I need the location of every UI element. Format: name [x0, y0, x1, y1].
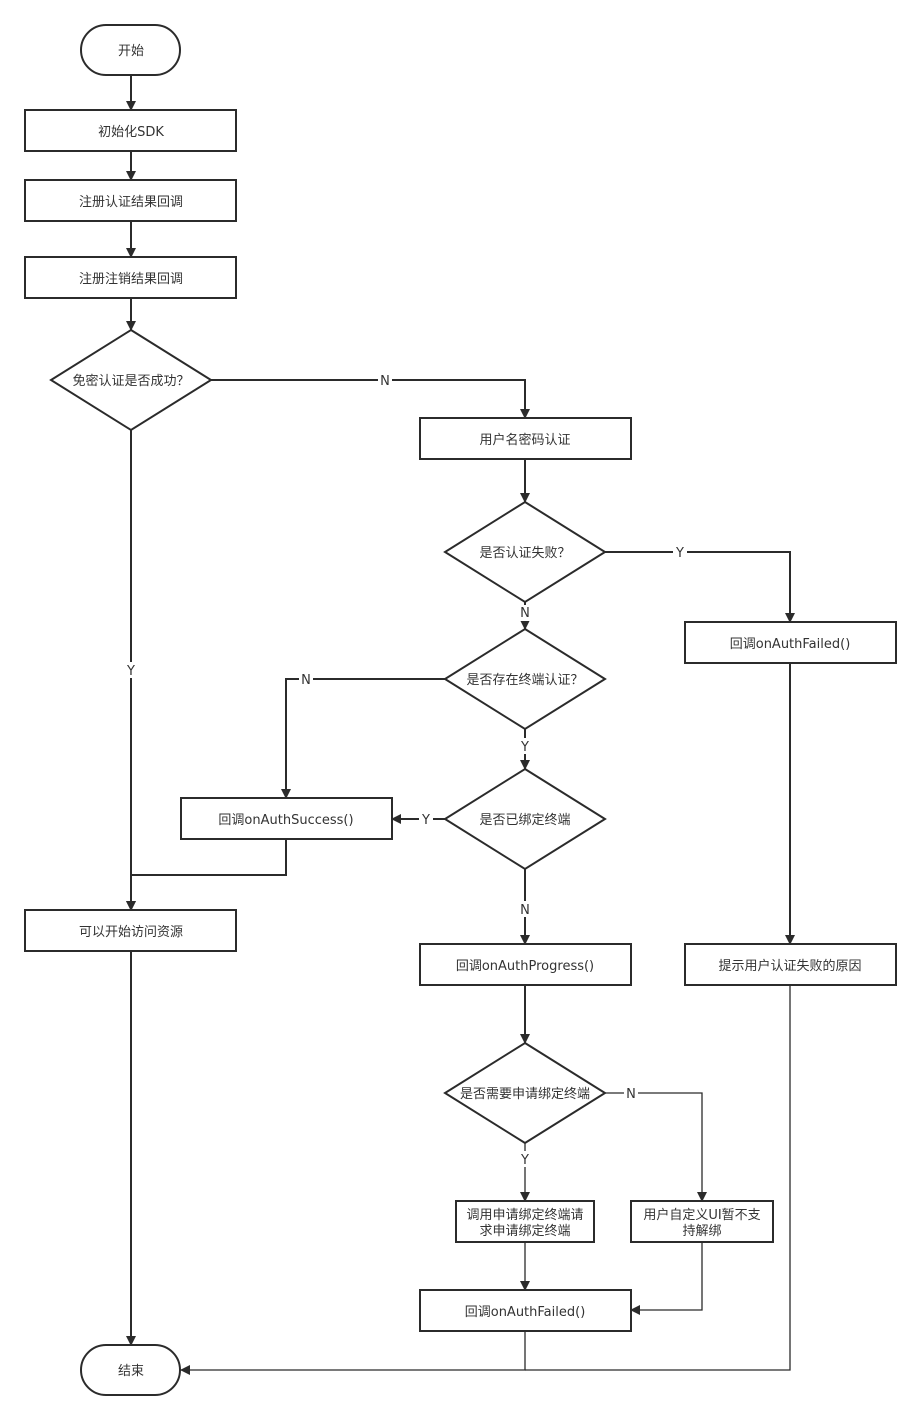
node-callback-auth-failed-bottom: 回调onAuthFailed(): [419, 1289, 632, 1332]
label-passwordless-yes: Y: [124, 662, 138, 679]
node-call-bind-request: 调用申请绑定终端请 求申请绑定终端: [455, 1200, 595, 1243]
node-access-resources: 可以开始访问资源: [24, 909, 237, 952]
edge-failed-end: [180, 1331, 526, 1375]
svg-text:提示用户认证失败的原因: 提示用户认证失败的原因: [718, 958, 861, 974]
svg-text:调用申请绑定终端请: 调用申请绑定终端请: [466, 1207, 583, 1223]
svg-text:Y: Y: [421, 813, 430, 828]
svg-text:注册注销结果回调: 注册注销结果回调: [79, 272, 183, 287]
node-init-sdk: 初始化SDK: [24, 109, 237, 152]
svg-text:回调onAuthFailed(): 回调onAuthFailed(): [730, 637, 851, 652]
node-auth-failed-decision: 是否认证失败？: [443, 500, 607, 604]
edge-customui-failed: [630, 1242, 703, 1315]
svg-text:N: N: [520, 606, 530, 621]
edge-success-access: [126, 839, 287, 911]
node-callback-auth-progress: 回调onAuthProgress(): [419, 943, 632, 986]
svg-text:是否已绑定终端: 是否已绑定终端: [479, 812, 570, 828]
svg-text:N: N: [301, 673, 311, 688]
svg-text:免密认证是否成功？: 免密认证是否成功？: [72, 373, 189, 389]
label-authfailed-no: N: [518, 605, 532, 621]
node-end: 结束: [80, 1344, 181, 1396]
edge-bindneed-no: [605, 1092, 707, 1202]
svg-text:是否需要申请绑定终端: 是否需要申请绑定终端: [460, 1086, 590, 1102]
svg-text:N: N: [520, 903, 530, 918]
svg-text:是否存在终端认证？: 是否存在终端认证？: [466, 672, 583, 688]
svg-text:用户自定义UI暂不支: 用户自定义UI暂不支: [643, 1207, 760, 1223]
label-bindneed-no: N: [624, 1085, 638, 1102]
node-passwordless-decision: 免密认证是否成功？: [49, 328, 213, 432]
node-register-auth-callback: 注册认证结果回调: [24, 179, 237, 222]
svg-text:Y: Y: [126, 664, 135, 679]
nodes: 开始 初始化SDK 注册认证结果回调 注册注销结果回调 免密认证是否成功？ 用户…: [24, 24, 897, 1396]
node-show-failure-reason: 提示用户认证失败的原因: [684, 943, 897, 986]
label-passwordless-no: N: [378, 372, 392, 389]
edge-labels: N Y Y N N Y Y N: [124, 372, 687, 1168]
svg-text:N: N: [626, 1087, 636, 1102]
svg-text:开始: 开始: [118, 44, 144, 59]
svg-text:结束: 结束: [118, 1364, 144, 1379]
svg-text:初始化SDK: 初始化SDK: [98, 125, 164, 140]
svg-text:Y: Y: [520, 740, 529, 755]
svg-text:注册认证结果回调: 注册认证结果回调: [79, 195, 183, 210]
svg-text:回调onAuthProgress(): 回调onAuthProgress(): [456, 959, 594, 974]
edge-authfailed-yes: [605, 551, 795, 623]
node-callback-auth-success: 回调onAuthSuccess(): [180, 797, 393, 840]
node-need-bind-decision: 是否需要申请绑定终端: [443, 1041, 607, 1145]
svg-text:可以开始访问资源: 可以开始访问资源: [79, 925, 183, 940]
svg-text:用户名密码认证: 用户名密码认证: [479, 432, 570, 448]
label-bound-no: N: [518, 901, 532, 918]
label-bound-yes: Y: [419, 811, 433, 828]
svg-text:回调onAuthSuccess(): 回调onAuthSuccess(): [218, 813, 353, 828]
node-terminal-auth-decision: 是否存在终端认证？: [443, 627, 607, 731]
svg-text:是否认证失败？: 是否认证失败？: [479, 546, 570, 561]
label-bindneed-yes: Y: [518, 1151, 532, 1168]
edge-passwordless-no: [211, 379, 530, 419]
svg-text:持解绑: 持解绑: [682, 1224, 721, 1239]
label-terminal-yes: Y: [518, 738, 532, 755]
svg-text:Y: Y: [675, 546, 684, 561]
node-already-bound-decision: 是否已绑定终端: [443, 767, 607, 871]
svg-text:求申请绑定终端: 求申请绑定终端: [479, 1223, 570, 1239]
node-start: 开始: [80, 24, 181, 76]
node-username-password-auth: 用户名密码认证: [419, 417, 632, 460]
label-terminal-no: N: [299, 671, 313, 688]
node-custom-ui-unbind: 用户自定义UI暂不支 持解绑: [630, 1200, 774, 1243]
svg-text:Y: Y: [520, 1153, 529, 1168]
edge-terminal-no: [281, 678, 446, 799]
label-authfailed-yes: Y: [673, 544, 687, 561]
svg-text:回调onAuthFailed(): 回调onAuthFailed(): [465, 1305, 586, 1320]
edge-reason-end: [525, 985, 791, 1371]
node-callback-auth-failed-top: 回调onAuthFailed(): [684, 621, 897, 664]
node-register-logout-callback: 注册注销结果回调: [24, 256, 237, 299]
svg-text:N: N: [380, 374, 390, 389]
